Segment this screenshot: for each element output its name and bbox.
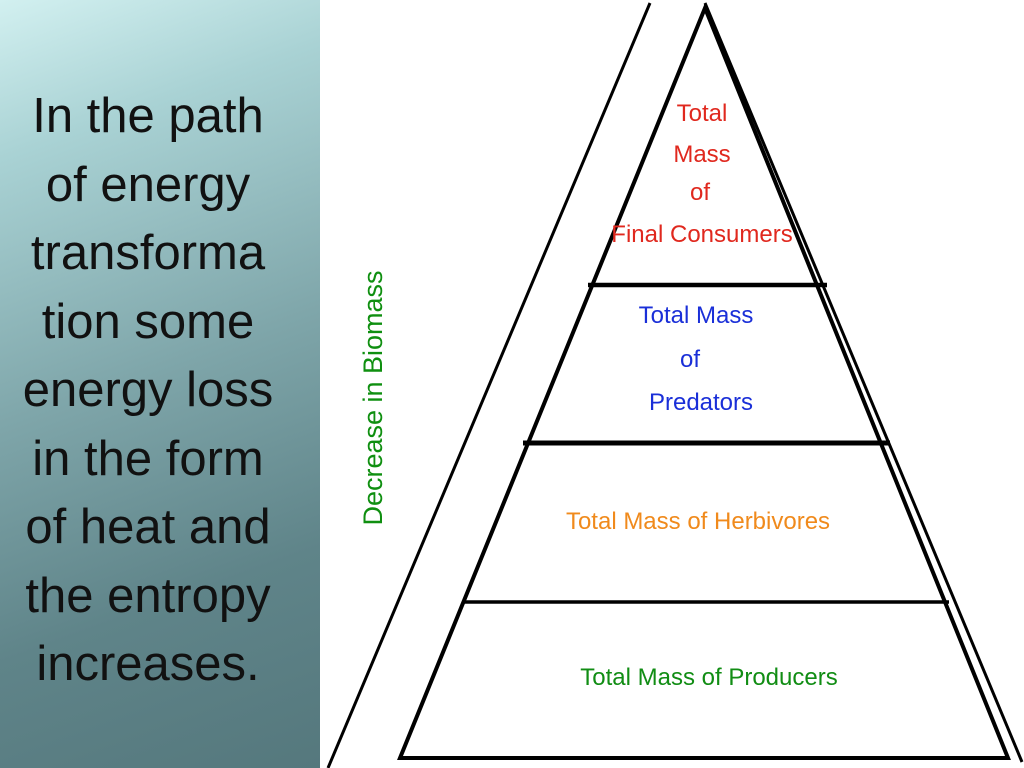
tier-label-line: of	[690, 179, 710, 206]
text-line: in the form	[32, 431, 264, 486]
tier-label-line: Predators	[649, 389, 753, 416]
tier-label-line: Total	[677, 100, 728, 127]
text-line: increases.	[36, 637, 260, 691]
text-line: of energy	[45, 157, 251, 212]
axis-arrow-left-edge	[326, 2, 652, 768]
text-line: transforma	[30, 226, 266, 280]
tier-label-line: of	[680, 346, 700, 373]
text-line: In the path	[32, 89, 264, 143]
axis-label-decrease-in-biomass: Decrease in Biomass	[358, 270, 388, 525]
tier-label-line: Total Mass of Herbivores	[566, 508, 830, 535]
tier-predators: Total Mass of Predators	[639, 302, 754, 416]
text-line: tion some	[41, 294, 255, 349]
tier-herbivores: Total Mass of Herbivores	[566, 508, 830, 535]
tier-label-line: Mass	[673, 141, 730, 168]
energy-transformation-text: In the path of energy transforma tion so…	[0, 82, 296, 699]
diagram-panel	[320, 0, 1024, 768]
tier-label-line: Final Consumers	[611, 221, 792, 248]
text-line: energy loss	[22, 363, 274, 417]
axis-arrow-right-edge	[703, 2, 1024, 763]
tier-label-line: Total Mass of Producers	[580, 664, 837, 691]
left-panel: In the path of energy transforma tion so…	[0, 0, 320, 768]
pyramid-outline	[397, 2, 1011, 760]
tier-producers: Total Mass of Producers	[580, 664, 837, 691]
tier-label-line: Total Mass	[639, 302, 754, 329]
tier-final-consumers: Total Mass of Final Consumers	[611, 100, 792, 248]
text-line: of heat and	[25, 500, 271, 554]
text-line: the entropy	[25, 568, 271, 623]
biomass-pyramid: Decrease in Biomass Total Mass of Final …	[326, 2, 1024, 768]
